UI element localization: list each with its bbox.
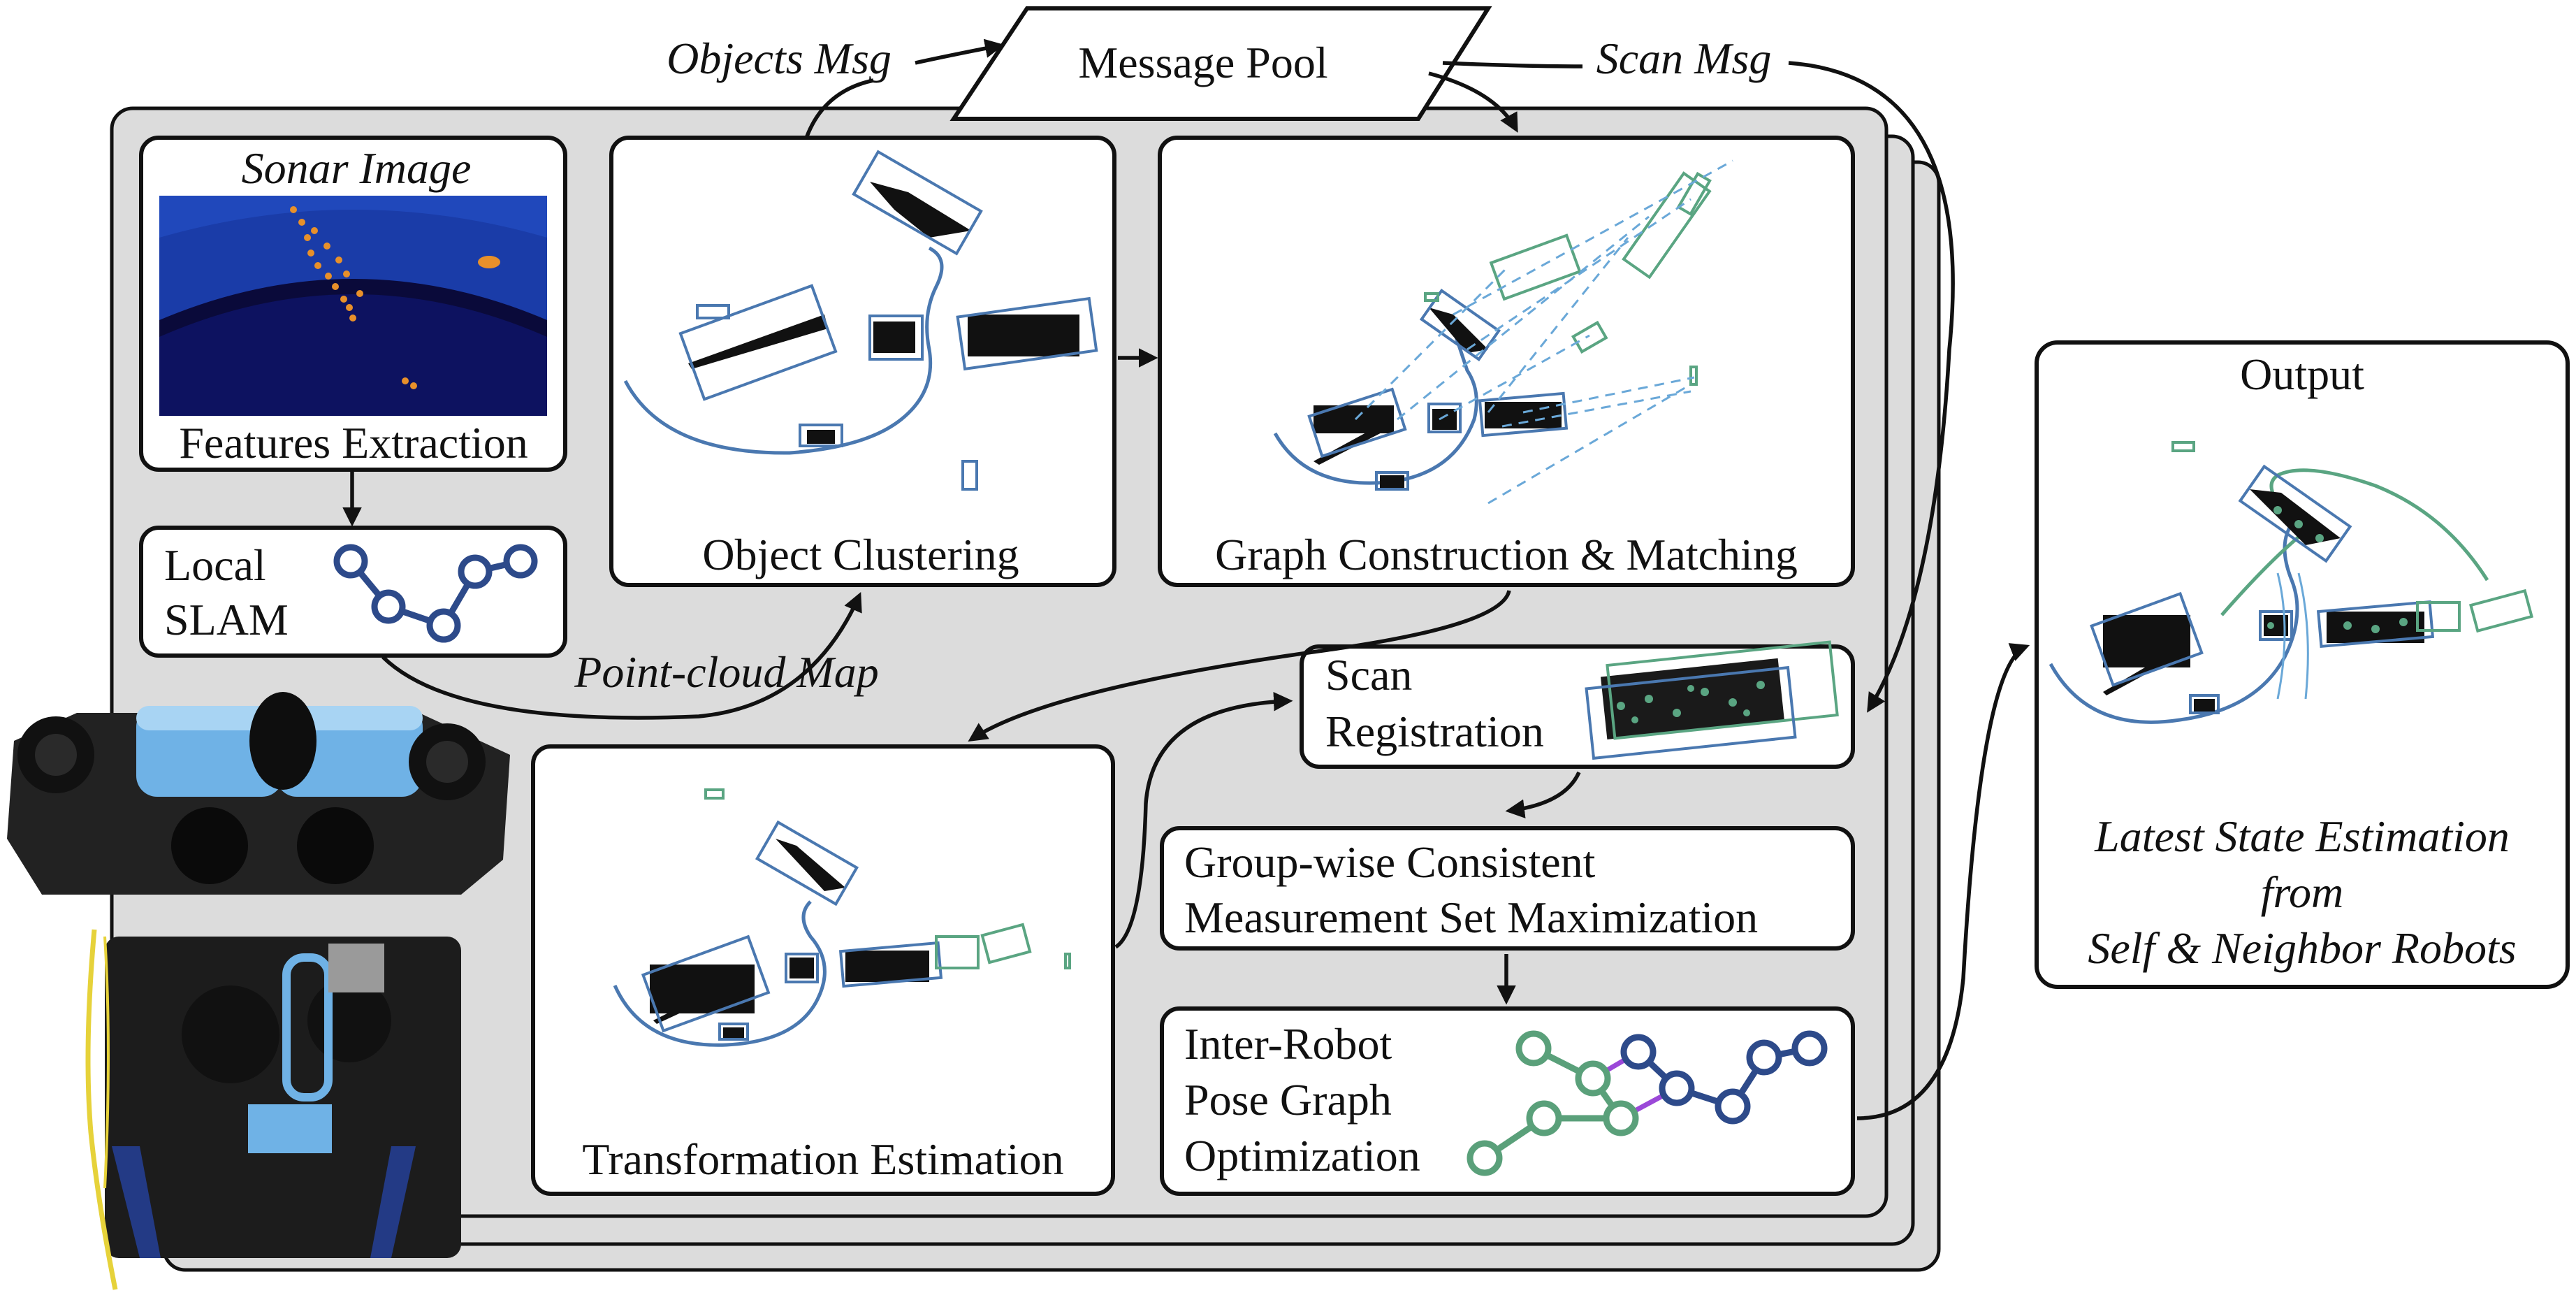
- output-map: [2049, 441, 2534, 724]
- graph-construction-label: Graph Construction & Matching: [1215, 530, 1798, 579]
- scan-registration-icon: [1585, 640, 1839, 760]
- object-clustering-box: [609, 136, 1116, 587]
- underwater-robot-image: [7, 692, 510, 1290]
- transformation-estimation-label: Transformation Estimation: [582, 1134, 1063, 1184]
- scan-registration-label-line2: Registration: [1325, 707, 1544, 756]
- features-extraction-label: Features Extraction: [179, 418, 527, 468]
- flow-arrows: [342, 38, 2030, 1120]
- object-clustering-pointcloud: [623, 150, 1098, 491]
- output-title: Output: [2240, 349, 2364, 399]
- point-cloud-map-label: Point-cloud Map: [574, 647, 878, 697]
- graph-construction-box: [1158, 136, 1855, 587]
- object-clustering-label: Object Clustering: [702, 530, 1019, 579]
- scan-msg-label: Scan Msg: [1596, 34, 1772, 83]
- message-pool-label: Message Pool: [1078, 38, 1327, 87]
- output-box: [2035, 340, 2570, 989]
- gcm-box: [1160, 826, 1855, 951]
- gcm-label-line2: Measurement Set Maximization: [1184, 893, 1758, 942]
- output-line1: Latest State Estimation: [2094, 811, 2510, 861]
- sonar-image: [159, 196, 547, 416]
- graph-matching-pointcloud: [1273, 159, 1733, 505]
- objects-msg-label: Objects Msg: [667, 34, 892, 83]
- transformation-estimation-pointcloud: [613, 788, 1071, 1047]
- message-pool-box: [949, 6, 1492, 121]
- scan-registration-label-line1: Scan: [1325, 650, 1412, 700]
- output-line3: Self & Neighbor Robots: [2088, 923, 2516, 973]
- local-slam-graph-icon: [333, 544, 538, 643]
- pgo-label-line1: Inter-Robot: [1184, 1019, 1392, 1069]
- pgo-label-line3: Optimization: [1184, 1131, 1420, 1180]
- pose-graph-optimization-box: [1160, 1006, 1855, 1196]
- pgo-label-line2: Pose Graph: [1184, 1075, 1392, 1125]
- local-slam-label-line2: SLAM: [164, 595, 289, 644]
- gcm-label-line1: Group-wise Consistent: [1184, 837, 1596, 887]
- sonar-image-title: Sonar Image: [242, 143, 472, 193]
- inter-robot-pose-graph-icon: [1467, 1030, 1828, 1176]
- local-slam-label-line1: Local: [164, 540, 266, 590]
- output-line2: from: [2261, 867, 2344, 917]
